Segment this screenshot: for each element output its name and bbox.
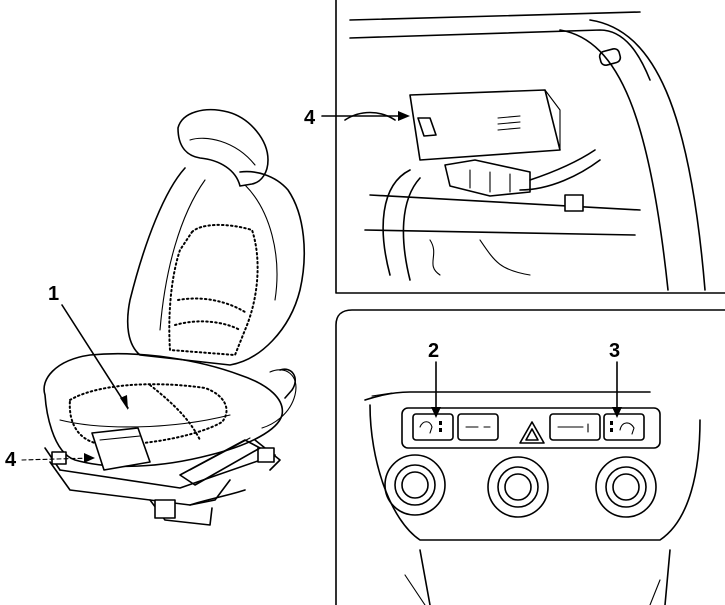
seat-rails: [44, 437, 281, 526]
callout-1-leader: [61, 304, 129, 409]
callout-4-seat-leader: [21, 457, 93, 461]
cushion-heater-element: [68, 383, 228, 447]
callout-3-label: 3: [609, 340, 620, 362]
callout-2-label: 2: [428, 340, 439, 362]
left-seat-heater-switch: [412, 413, 454, 441]
callout-4-console-label: 4: [304, 107, 316, 129]
backrest-heater-element: [168, 223, 259, 357]
callout-1-label: 1: [48, 283, 59, 305]
headrest: [177, 108, 269, 187]
connector-detail-panel: [335, 0, 725, 294]
callout-4-seat-label: 4: [5, 449, 17, 471]
hazard-switch: [519, 421, 545, 444]
seat-cushion: [43, 352, 284, 468]
right-seat-heater-switch: [603, 413, 645, 441]
center-knob: [487, 456, 549, 518]
seat-illustration: [43, 108, 306, 526]
backrest: [126, 167, 306, 366]
switch-panel: [335, 309, 725, 605]
right-knob: [595, 456, 657, 518]
console-connector: [444, 159, 531, 197]
left-knob: [384, 454, 446, 516]
seat-connector: [91, 427, 151, 471]
